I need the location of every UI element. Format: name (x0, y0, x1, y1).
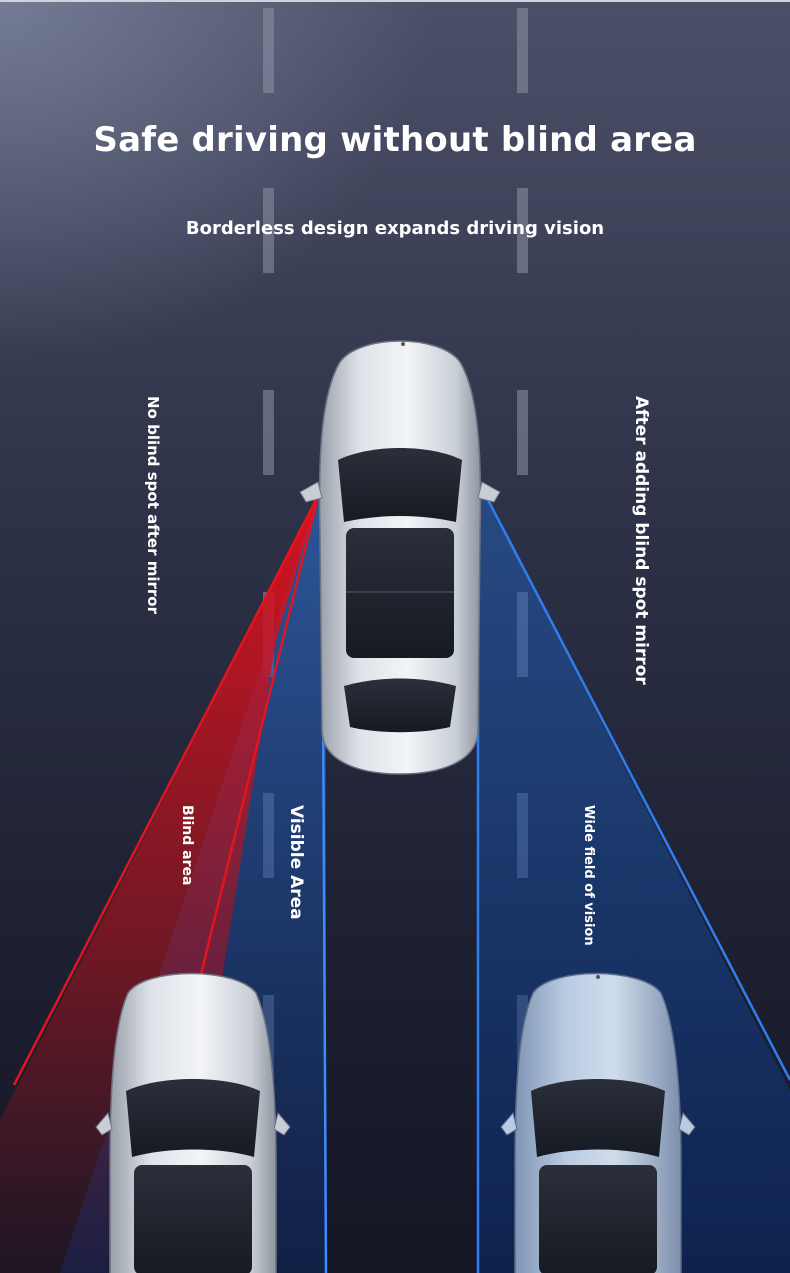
label-blind-area: Blind area (179, 805, 195, 886)
label-visible-area: Visible Area (286, 805, 306, 920)
blind-area-beam (0, 496, 318, 1273)
rear-right-car (500, 972, 696, 1273)
lane-dash (517, 8, 528, 93)
main-car (299, 340, 501, 775)
top-border (0, 0, 790, 2)
wide-field-edge (484, 495, 790, 1081)
label-after-adding-mirror: After adding blind spot mirror (631, 396, 651, 685)
blind-area-edge (178, 495, 320, 1061)
blind-area-edge (12, 495, 320, 1086)
rear-left-car (95, 972, 291, 1273)
lane-dash (263, 8, 274, 93)
lane-dash (263, 390, 274, 475)
lane-dash (517, 188, 528, 273)
label-wide-field: Wide field of vision (581, 805, 596, 946)
label-no-blind-spot: No blind spot after mirror (144, 396, 162, 614)
page-subtitle: Borderless design expands driving vision (185, 218, 605, 239)
lane-dash (263, 188, 274, 273)
lane-dash (517, 390, 528, 475)
page-title: Safe driving without blind area (93, 120, 697, 160)
